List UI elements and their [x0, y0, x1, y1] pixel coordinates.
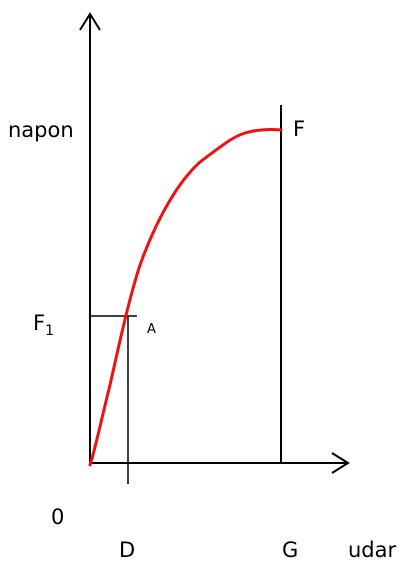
y-axis-arrowhead — [79, 12, 101, 31]
point-f1-label: F1 — [33, 311, 54, 339]
origin-label: 0 — [51, 505, 64, 529]
point-f-label: F — [293, 117, 305, 141]
point-a-label: A — [147, 322, 156, 337]
x-axis-arrowhead — [331, 452, 350, 474]
point-f1-main: F — [33, 311, 45, 335]
stress-curve — [88, 127, 283, 467]
point-f1-sub: 1 — [45, 323, 54, 339]
y-axis-label: napon — [8, 118, 74, 142]
point-g-label: G — [282, 538, 298, 562]
x-axis-label: udar — [348, 538, 397, 562]
point-d-label: D — [119, 538, 135, 562]
